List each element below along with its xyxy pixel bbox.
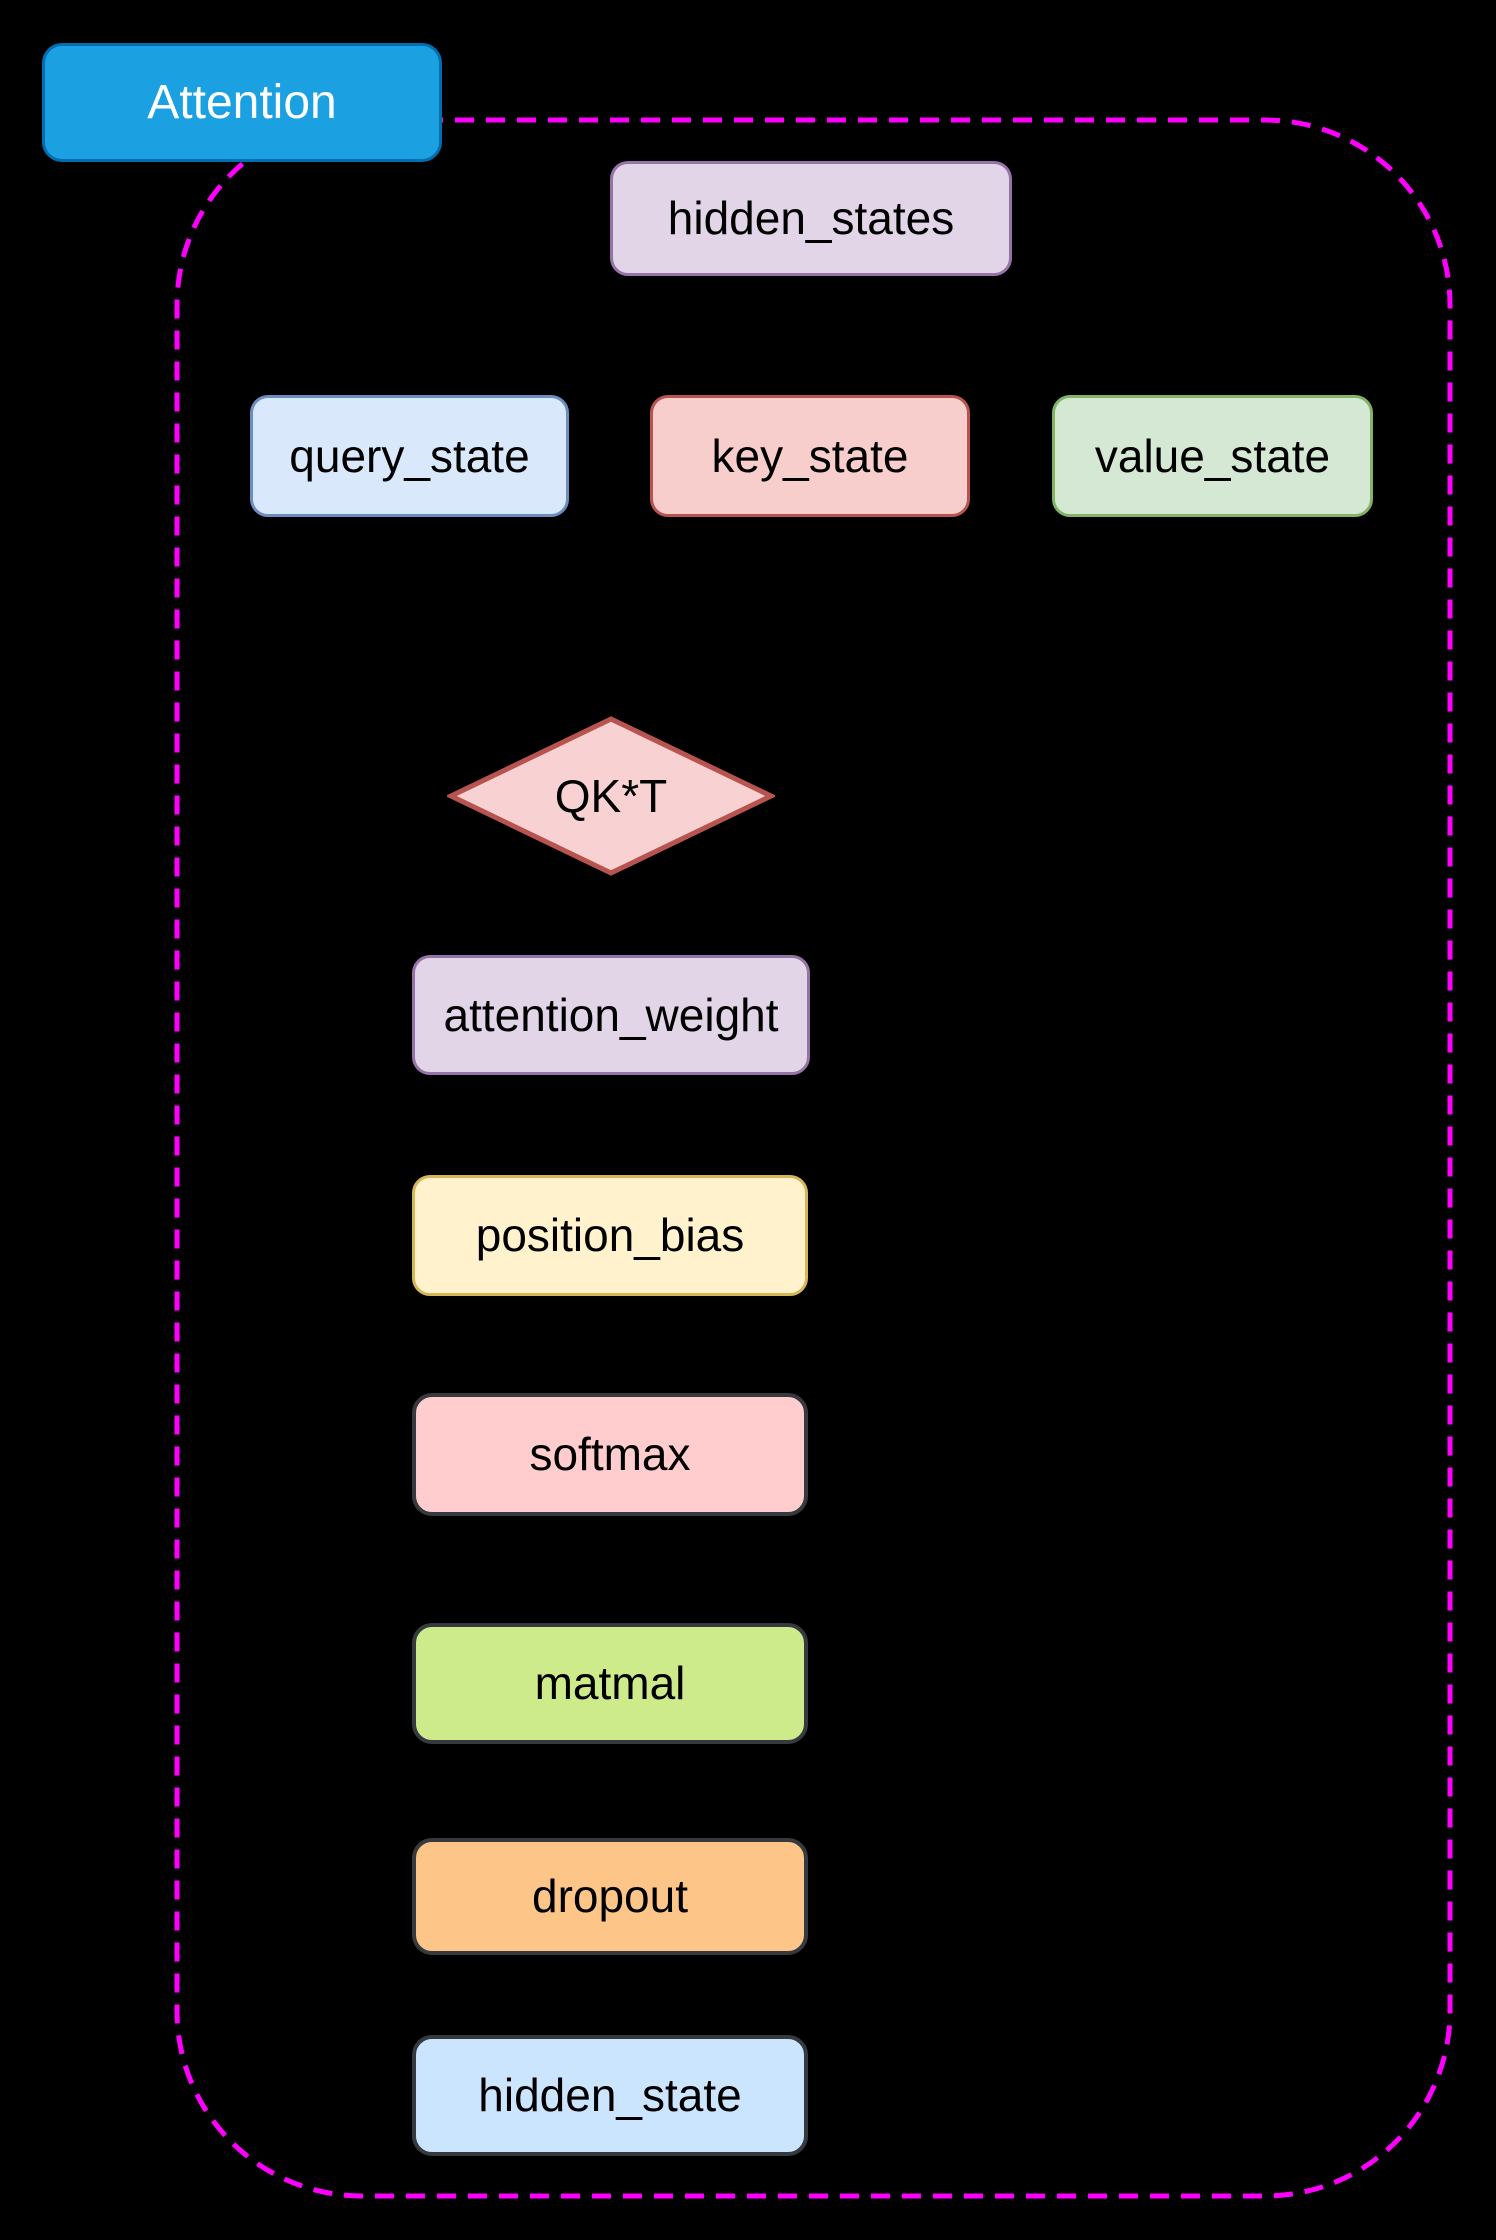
node-matmal: matmal — [412, 1623, 808, 1744]
attention-module-title: Attention — [42, 43, 442, 162]
qkt-diamond-label: QK*T — [554, 770, 668, 822]
node-attention-weight: attention_weight — [412, 955, 810, 1075]
node-hidden-states: hidden_states — [610, 161, 1012, 276]
node-hidden-state: hidden_state — [412, 2035, 808, 2156]
node-query-state: query_state — [250, 395, 569, 517]
qkt-diamond-shape — [447, 716, 775, 876]
node-value-state: value_state — [1052, 395, 1373, 517]
node-position-bias: position_bias — [412, 1175, 808, 1296]
node-softmax: softmax — [412, 1393, 808, 1516]
module-boundary-dashed-rect — [174, 117, 1453, 2199]
node-key-state: key_state — [650, 395, 970, 517]
node-dropout: dropout — [412, 1838, 808, 1955]
node-qkt-diamond: QK*T — [447, 715, 775, 877]
